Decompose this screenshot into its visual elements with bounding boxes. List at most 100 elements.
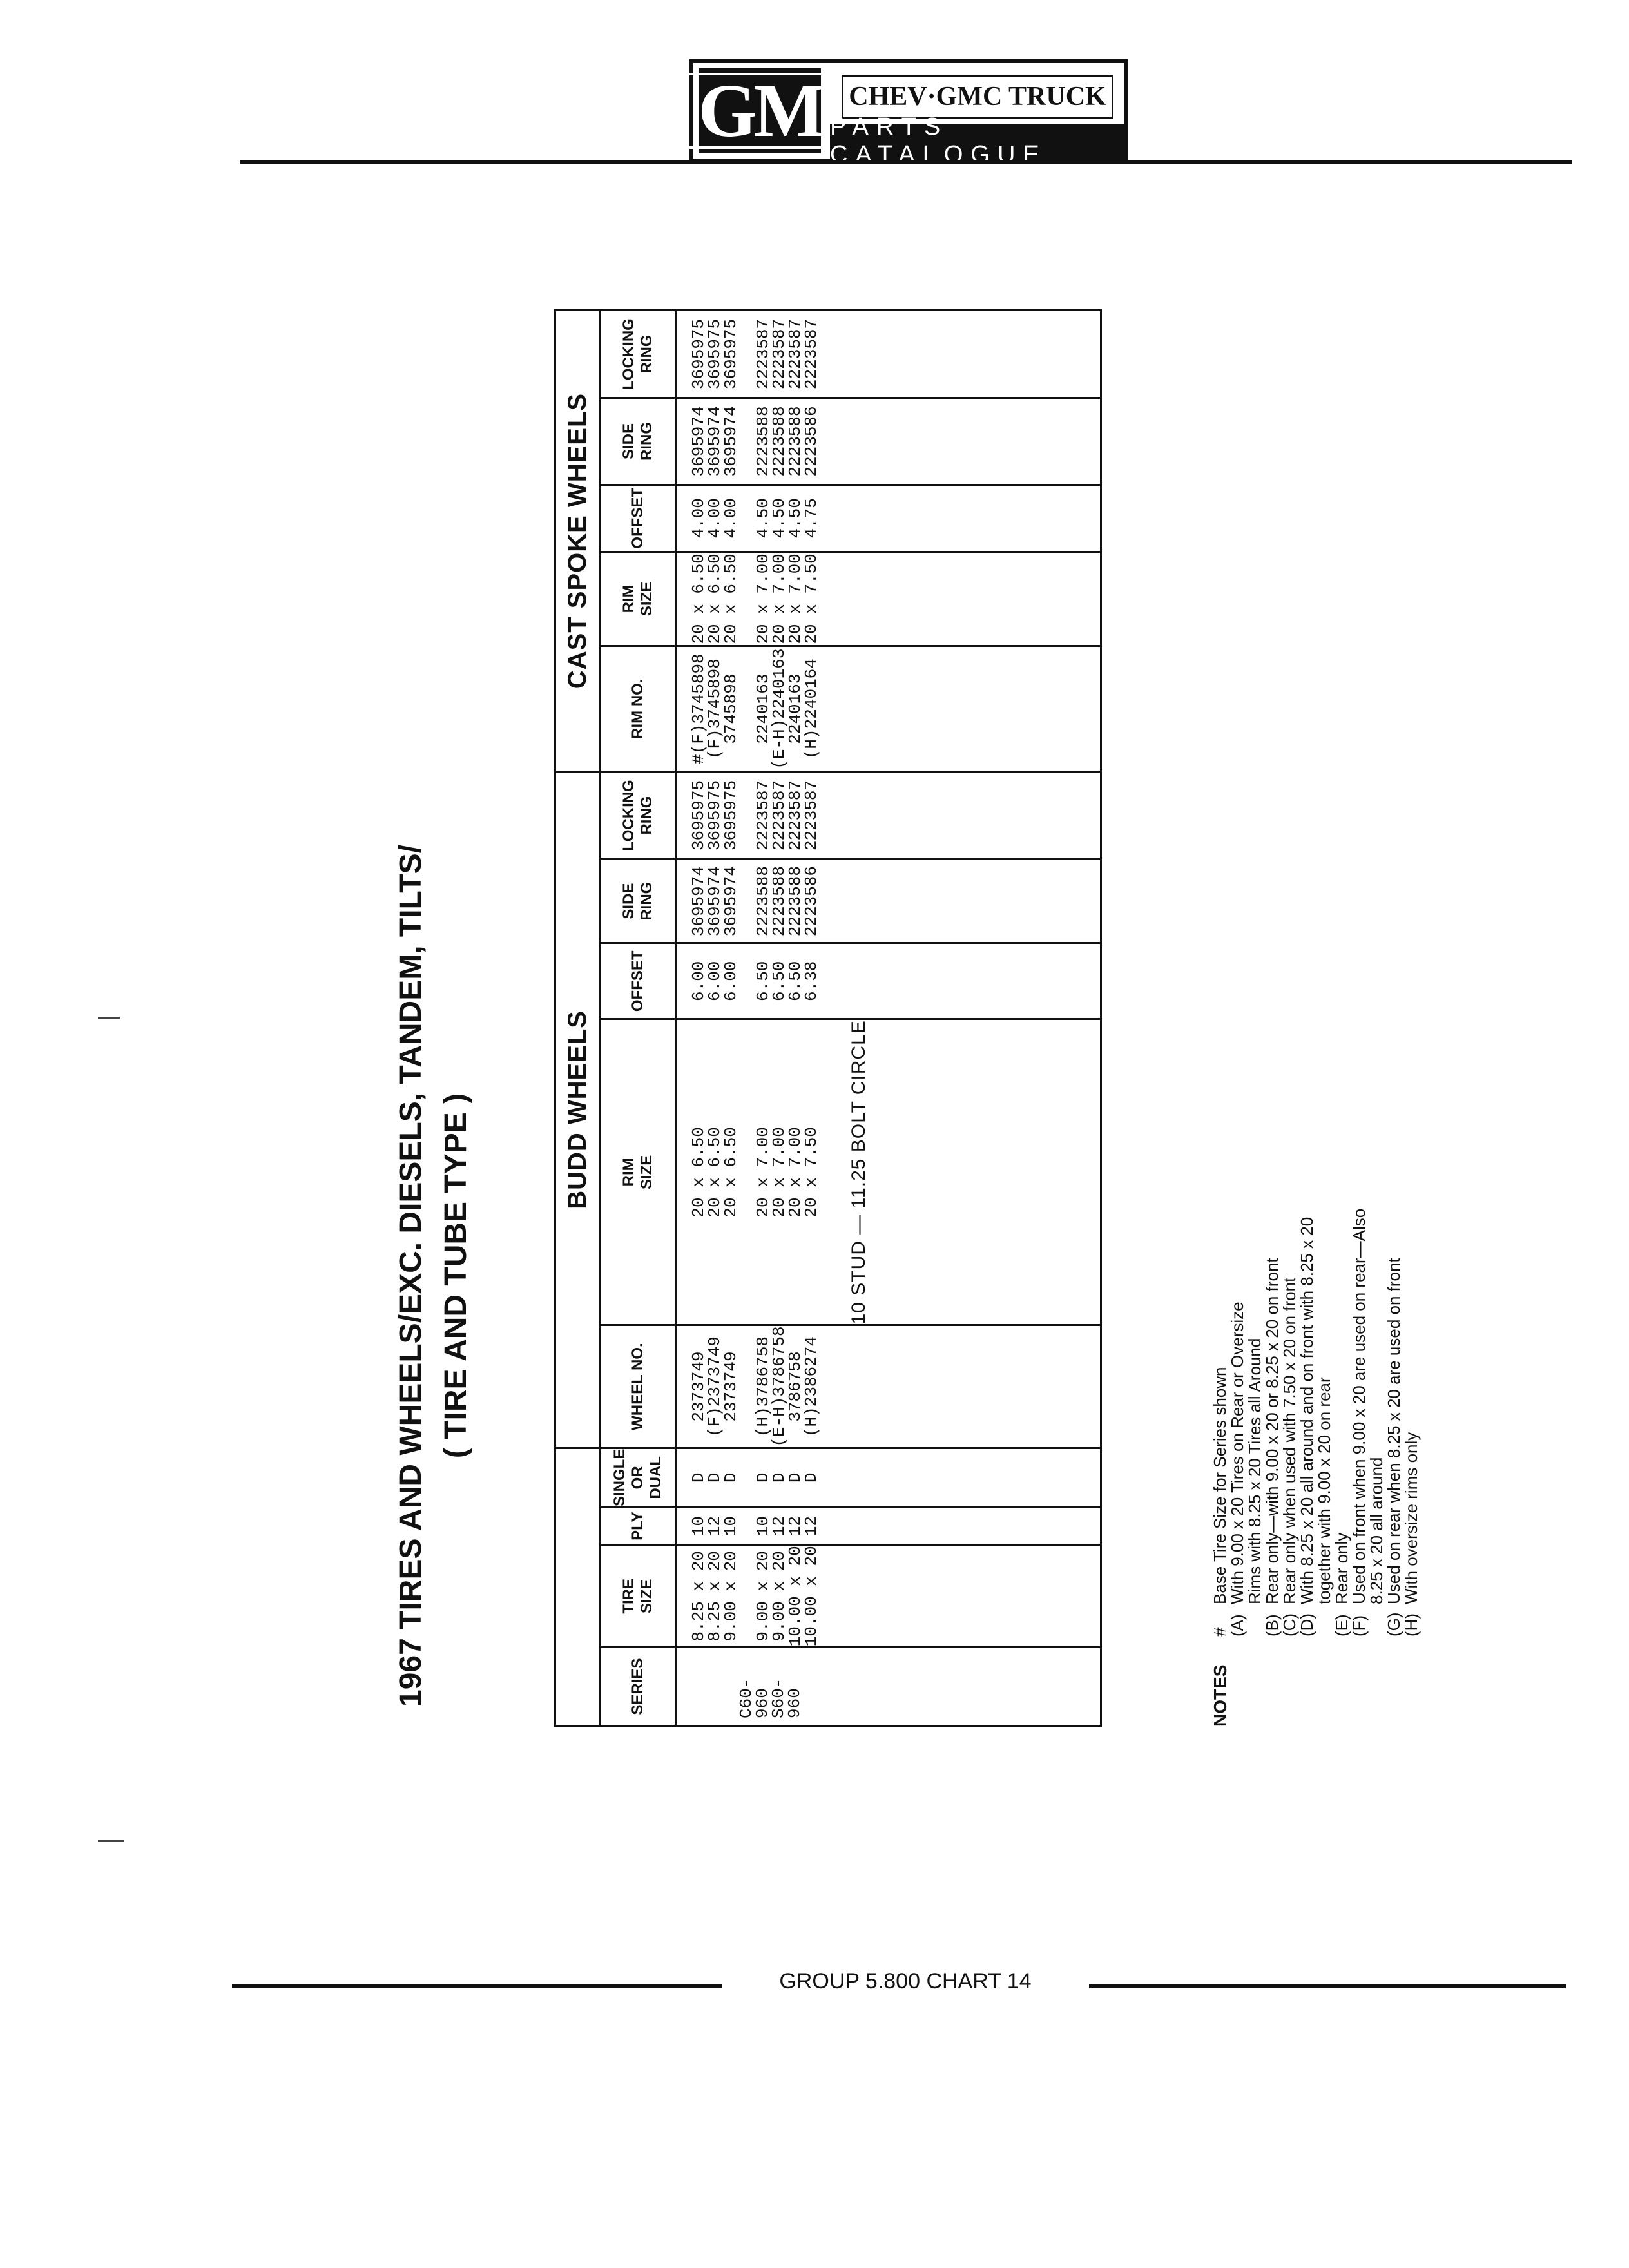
chart-subtitle: ( TIRE AND TUBE TYPE ) [439, 1093, 473, 1459]
table-cell-value: 20 x 6.50 [721, 1127, 740, 1218]
notes-label: NOTES [1210, 1664, 1230, 1727]
note-text: Rear only when used with 7.50 x 20 on fr… [1280, 1277, 1299, 1604]
note-item: (H) With oversize rims only [1402, 1209, 1421, 1637]
cast-spoke-wheels-header: CAST SPOKE WHEELS [555, 310, 600, 772]
note-key: (E) [1332, 1614, 1351, 1637]
gm-chev-gmc-logo: GM CHEV·GMC TRUCK PARTS CATALOGUE [686, 59, 1128, 168]
header-rule [240, 160, 1572, 164]
table-cell-value: D [802, 1472, 821, 1483]
table-cell-value: 2373749 [721, 1351, 740, 1422]
note-key: (C) [1280, 1613, 1299, 1637]
table-cell-value: 20 x 7.50 [802, 553, 821, 644]
note-text: Used on rear when 8.25 x 20 are used on … [1384, 1258, 1403, 1604]
table-cell-value: 3745898 [721, 673, 740, 744]
rotated-chart-page: 1967 TIRES AND WHEELS/EXC. DIESELS, TAND… [394, 309, 1629, 1791]
scan-mark [98, 1017, 120, 1019]
table-cell-value: 4.75 [802, 498, 821, 539]
table-cell-value: 2223587 [802, 780, 821, 851]
note-key: # [1210, 1627, 1229, 1637]
table-cell-value: 6.38 [802, 961, 821, 1001]
note-continuation: together with 9.00 x 20 on rear [1315, 1377, 1334, 1604]
cast-offset-header: OFFSET [599, 485, 676, 552]
table-cell-value: 3695975 [721, 780, 740, 851]
note-item: (F) Used on front when 9.00 x 20 are used… [1349, 1208, 1369, 1637]
series-header: SERIES [599, 1647, 676, 1726]
note-item: (C) Rear only when used with 7.50 x 20 on… [1280, 1209, 1299, 1637]
table-cell-value: 3695974 [721, 406, 740, 477]
wheel-no-header: WHEEL NO. [599, 1325, 676, 1448]
brand-subtitle: PARTS CATALOGUE [830, 113, 1124, 168]
note-key: (B) [1262, 1614, 1282, 1637]
table-cell-value: 12 [802, 1516, 821, 1537]
chart-title: 1967 TIRES AND WHEELS/EXC. DIESELS, TAND… [394, 845, 428, 1707]
table-cell-value: 3695975 [721, 318, 740, 390]
note-text: Rear only—with 9.00 x 20 or 8.25 x 20 on… [1262, 1258, 1282, 1604]
note-text: Rear only [1332, 1532, 1351, 1604]
tires-wheels-table: BUDD WHEELS CAST SPOKE WHEELS SERIES TIR… [554, 309, 1102, 1727]
note-item: (G) Used on rear when 8.25 x 20 are used … [1384, 1209, 1403, 1637]
note-item: # Base Tire Size for Series shown [1210, 1209, 1229, 1637]
note-item: (E) Rear only [1332, 1209, 1351, 1637]
brand-title: CHEV·GMC TRUCK [842, 75, 1113, 119]
note-text: With 9.00 x 20 Tires on Rear or Oversize [1228, 1302, 1247, 1604]
note-continuation: 8.25 x 20 all around [1367, 1457, 1386, 1604]
footer-chart-reference: GROUP 5.800 CHART 14 [779, 1969, 1032, 1994]
note-key: (H) [1402, 1613, 1421, 1637]
note-item: (A) With 9.00 x 20 Tires on Rear or Overs… [1228, 1209, 1247, 1637]
table-cell-value: 4.00 [721, 498, 740, 539]
note-text: With oversize rims only [1402, 1432, 1421, 1604]
table-cell-value: 10.00 x 20 [802, 1546, 821, 1647]
table-cell-value: 2223587 [802, 318, 821, 390]
note-text: Used on front when 9.00 x 20 are used on… [1349, 1208, 1369, 1604]
notes-list: # Base Tire Size for Series shown (A) With … [1210, 1208, 1421, 1637]
table-cell-value: 2223586 [802, 406, 821, 477]
budd-wheels-header: BUDD WHEELS [555, 771, 600, 1448]
note-key: (A) [1228, 1614, 1247, 1637]
rim-no-header: RIM NO. [599, 646, 676, 772]
scan-mark [98, 1840, 124, 1842]
series-cell: C60-960 S60-960 [675, 1647, 1101, 1726]
table-cell-value: 2223586 [802, 866, 821, 937]
note-item: (B) Rear only—with 9.00 x 20 or 8.25 x 20… [1262, 1209, 1282, 1637]
note-item: (D) With 8.25 x 20 all around and on fron… [1297, 1209, 1316, 1637]
table-cell-value: 20 x 6.50 [721, 553, 740, 644]
gm-logo-mark: GM [686, 68, 833, 153]
bolt-circle-note: 10 STUD — 11.25 BOLT CIRCLE [848, 1020, 869, 1325]
table-cell-value: 20 x 7.50 [802, 1127, 821, 1218]
table-cell-value: (H)2386274 [802, 1336, 821, 1437]
table-cell-value: 9.00 x 20 [721, 1551, 740, 1642]
budd-offset-header: OFFSET [599, 943, 676, 1019]
ply-header: PLY [599, 1507, 676, 1545]
note-key: (D) [1297, 1613, 1316, 1637]
table-cell-value: (H)2240164 [802, 658, 821, 760]
note-key: (G) [1384, 1612, 1403, 1637]
group-header-row: BUDD WHEELS CAST SPOKE WHEELS [555, 310, 600, 1726]
note-key: (F) [1349, 1615, 1369, 1637]
note-text: Base Tire Size for Series shown [1210, 1367, 1229, 1605]
note-text: With 8.25 x 20 all around and on front w… [1297, 1216, 1316, 1604]
footer-rule-left [232, 1984, 722, 1988]
blank-group-header [555, 1448, 600, 1726]
table-cell-value: D [721, 1472, 740, 1483]
